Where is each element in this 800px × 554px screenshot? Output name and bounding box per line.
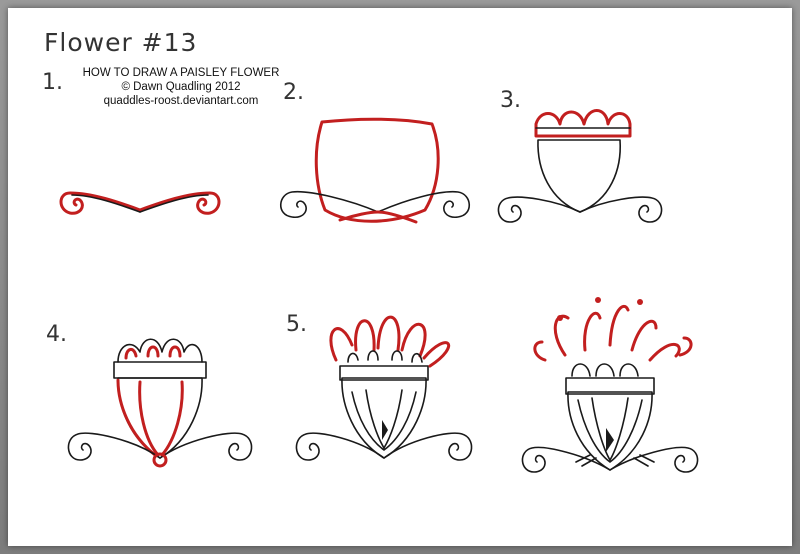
step-number-2: 2. — [283, 80, 304, 105]
credit-copyright: © Dawn Quadling 2012 — [121, 81, 241, 93]
page-title: Flower #13 — [44, 28, 198, 57]
step-5-drawing — [295, 315, 473, 461]
drawing-sheet — [8, 8, 792, 546]
credit-block: HOW TO DRAW A PAISLEY FLOWER © Dawn Quad… — [66, 66, 296, 108]
step-4-drawing — [67, 338, 253, 468]
step-number-1: 1. — [42, 70, 63, 95]
step-1-drawing — [59, 191, 221, 215]
step-number-5: 5. — [286, 312, 307, 337]
step-number-3: 3. — [500, 88, 521, 113]
step-2-drawing — [279, 117, 471, 224]
credit-website: quaddles-roost.deviantart.com — [103, 95, 259, 107]
credit-heading: HOW TO DRAW A PAISLEY FLOWER — [82, 67, 280, 79]
step-3-drawing — [497, 109, 663, 223]
step-6-drawing — [521, 297, 699, 473]
step-number-4: 4. — [46, 322, 67, 347]
